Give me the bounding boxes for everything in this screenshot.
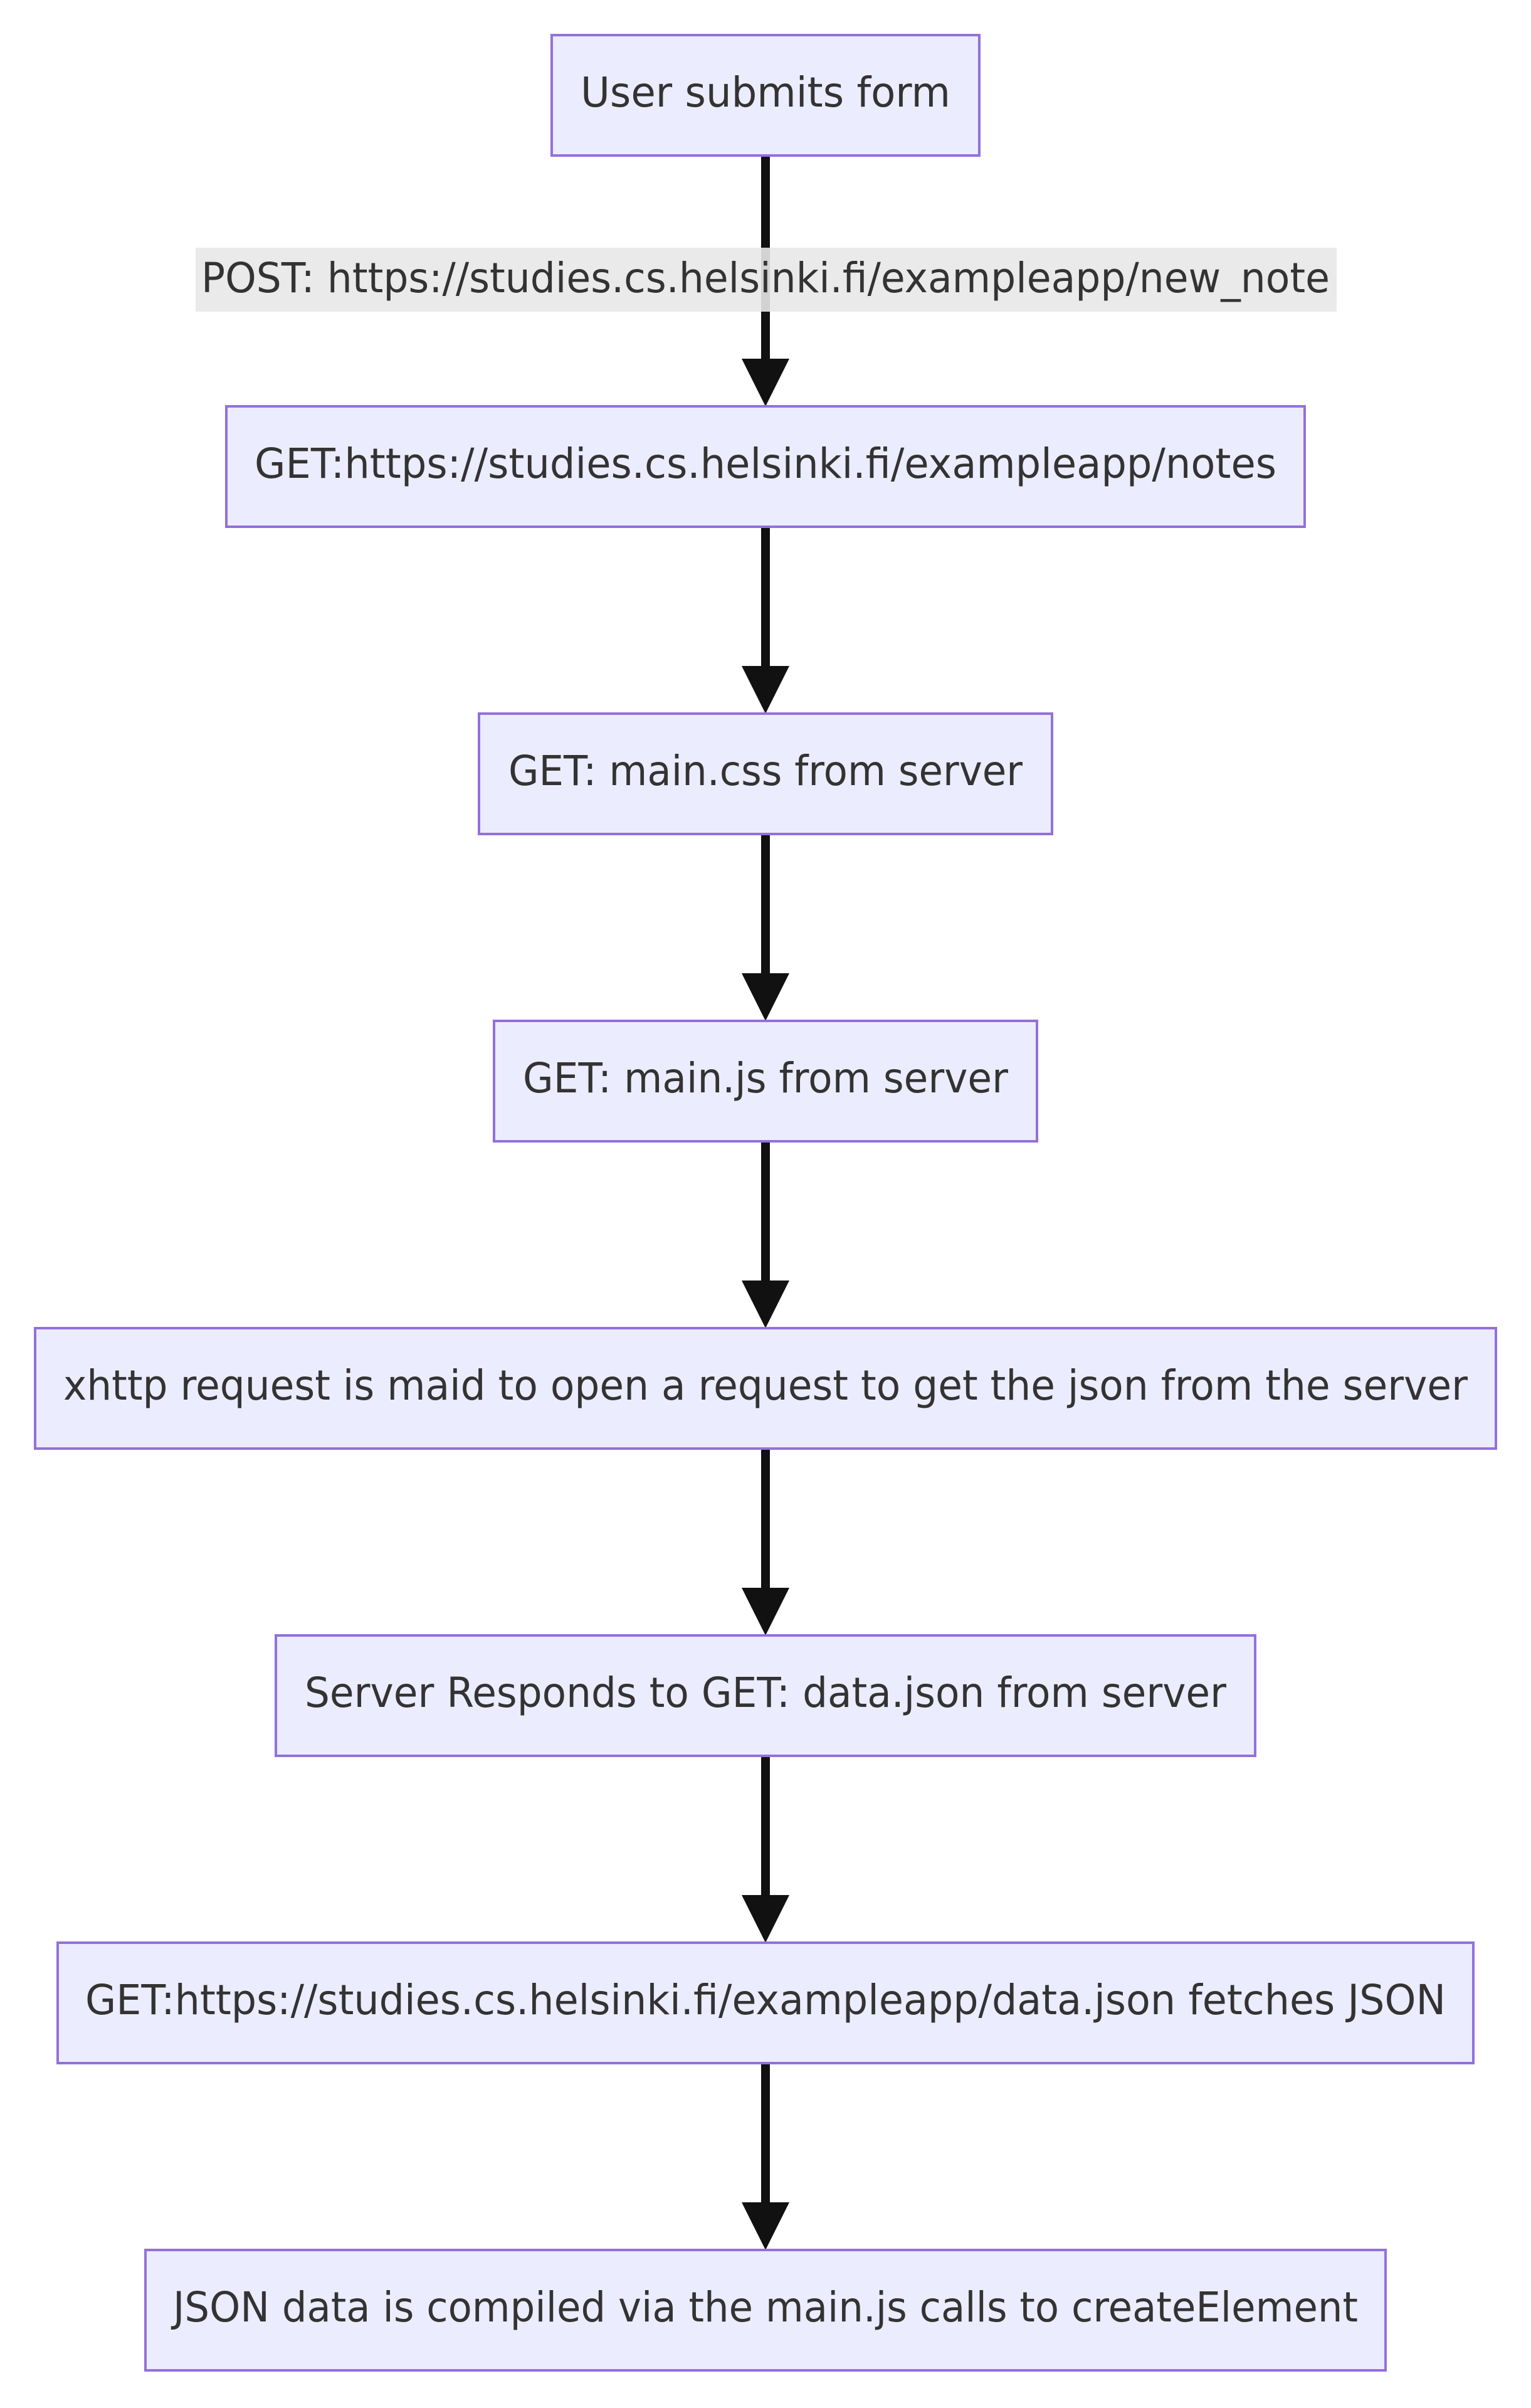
edge-label-background [196,248,1337,312]
arrow-head-icon [742,1281,789,1328]
node-box [225,405,1306,528]
node-get-data-json: GET:https://studies.cs.helsinki.fi/examp… [56,1941,1475,2064]
node-box [493,1020,1038,1143]
node-user-submits-form: User submits form [550,34,981,157]
node-label: JSON data is compiled via the main.js ca… [171,2283,1358,2331]
edge-label: POST: https://studies.cs.helsinki.fi/exa… [201,254,1330,302]
edge-n6-n7 [742,1756,789,1943]
edge-n5-n6 [742,1449,789,1635]
node-get-notes: GET:https://studies.cs.helsinki.fi/examp… [225,405,1306,528]
node-label: User submits form [581,68,950,117]
node-label: GET:https://studies.cs.helsinki.fi/examp… [85,1976,1446,2024]
node-json-compiled: JSON data is compiled via the main.js ca… [144,2249,1387,2372]
arrow-head-icon [742,973,789,1021]
node-get-main-css: GET: main.css from server [478,712,1053,835]
arrow-head-icon [742,2202,789,2250]
node-box [56,1941,1475,2064]
node-label: GET:https://studies.cs.helsinki.fi/examp… [255,440,1276,488]
node-box [34,1327,1497,1450]
node-label: GET: main.css from server [508,747,1023,795]
arrow-head-icon [742,666,789,714]
edge-n7-n8 [742,2063,789,2250]
edge-n4-n5 [742,1141,789,1328]
arrow-head-icon [742,359,789,406]
node-box [478,712,1053,835]
node-xhttp-request: xhttp request is maid to open a request … [34,1327,1497,1450]
node-label: GET: main.js from server [523,1054,1009,1102]
node-label: Server Responds to GET: data.json from s… [305,1669,1227,1717]
edge-label-n1-n2: POST: https://studies.cs.helsinki.fi/exa… [196,248,1337,312]
edge-n2-n3 [742,527,789,714]
node-server-responds: Server Responds to GET: data.json from s… [275,1634,1256,1757]
node-box [275,1634,1256,1757]
node-box [550,34,981,157]
node-get-main-js: GET: main.js from server [493,1020,1038,1143]
edge-n3-n4 [742,834,789,1021]
arrow-head-icon [742,1588,789,1635]
node-label: xhttp request is maid to open a request … [63,1361,1468,1410]
arrow-head-icon [742,1895,789,1943]
node-box [144,2249,1387,2372]
